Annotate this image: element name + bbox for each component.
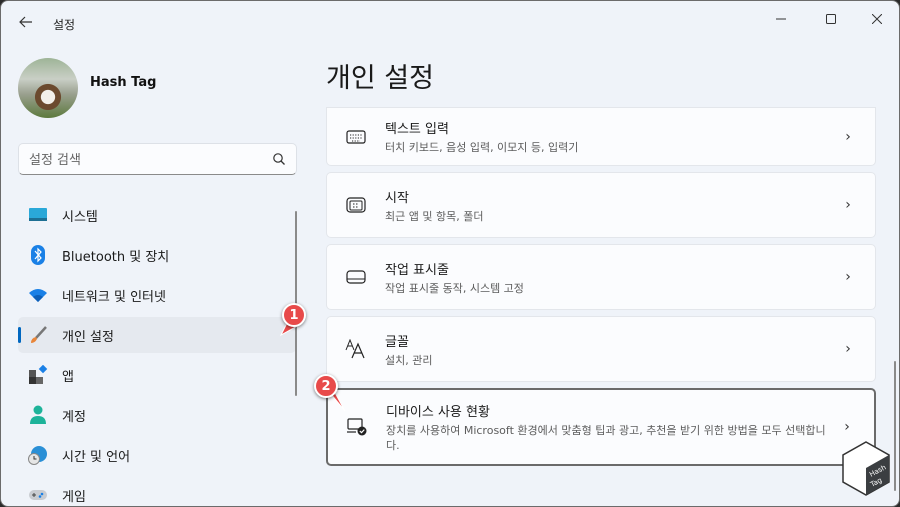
- gamepad-icon: [28, 485, 48, 505]
- close-icon: [872, 14, 882, 24]
- chevron-right-icon: ›: [845, 269, 851, 285]
- app-title: 설정: [53, 18, 76, 32]
- device-usage-icon: [346, 416, 368, 438]
- taskbar-icon: [345, 266, 367, 288]
- card-title: 디바이스 사용 현황: [386, 405, 490, 420]
- annotation-badge-2: 2: [314, 374, 338, 398]
- sidebar-item-system[interactable]: 시스템: [18, 197, 296, 233]
- sidebar-item-apps[interactable]: 앱: [18, 357, 296, 393]
- back-button[interactable]: [15, 11, 37, 33]
- card-fonts[interactable]: 글꼴 설치, 관리 ›: [326, 316, 876, 382]
- card-title: 작업 표시줄: [385, 262, 449, 278]
- user-name: Hash Tag: [90, 75, 157, 90]
- sidebar-item-label: 시스템: [62, 209, 98, 225]
- card-device-usage[interactable]: 디바이스 사용 현황 장치를 사용하여 Microsoft 환경에서 맞춤형 팁…: [326, 388, 876, 466]
- sidebar-item-label: 게임: [62, 489, 86, 505]
- hashtag-watermark-logo: Hash Tag: [842, 441, 890, 496]
- page-title: 개인 설정: [326, 63, 434, 94]
- avatar[interactable]: [18, 58, 78, 118]
- sidebar-item-label: 계정: [62, 409, 86, 425]
- globe-clock-icon: [28, 445, 48, 465]
- sidebar-item-label: 개인 설정: [62, 329, 114, 345]
- maximize-button[interactable]: [811, 7, 851, 31]
- card-taskbar[interactable]: 작업 표시줄 작업 표시줄 동작, 시스템 고정 ›: [326, 244, 876, 310]
- card-start[interactable]: 시작 최근 앱 및 항목, 폴더 ›: [326, 172, 876, 238]
- keyboard-icon: [345, 126, 367, 148]
- annotation-badge-1: 1: [282, 303, 306, 327]
- sidebar-item-label: 네트워크 및 인터넷: [62, 289, 166, 305]
- card-subtitle: 작업 표시줄 동작, 시스템 고정: [385, 281, 524, 295]
- card-title: 시작: [385, 190, 409, 206]
- back-arrow-icon: [19, 16, 32, 28]
- card-title: 텍스트 입력: [385, 122, 449, 137]
- card-subtitle: 최근 앱 및 항목, 폴더: [385, 209, 484, 223]
- sidebar-item-gaming[interactable]: 게임: [18, 477, 296, 506]
- sidebar-item-accounts[interactable]: 계정: [18, 397, 296, 433]
- search-box[interactable]: [18, 143, 297, 175]
- sidebar-item-personalization[interactable]: 개인 설정: [18, 317, 296, 353]
- sidebar-item-label: 앱: [62, 369, 74, 385]
- chevron-right-icon: ›: [845, 341, 851, 357]
- paintbrush-icon: [28, 325, 48, 345]
- sidebar-item-time-language[interactable]: 시간 및 언어: [18, 437, 296, 473]
- sidebar-item-network[interactable]: 네트워크 및 인터넷: [18, 277, 296, 313]
- card-subtitle: 설치, 관리: [385, 353, 433, 367]
- bluetooth-icon: [28, 245, 48, 265]
- search-icon[interactable]: [272, 152, 286, 166]
- fonts-icon: [345, 338, 367, 360]
- minimize-icon: [776, 18, 786, 20]
- card-subtitle: 터치 키보드, 음성 입력, 이모지 등, 입력기: [385, 141, 579, 154]
- sidebar-item-bluetooth[interactable]: Bluetooth 및 장치: [18, 237, 296, 273]
- settings-cards: 텍스트 입력 터치 키보드, 음성 입력, 이모지 등, 입력기 › 시작 최근…: [326, 107, 876, 472]
- search-input[interactable]: [29, 150, 259, 170]
- close-button[interactable]: [857, 7, 897, 31]
- chevron-right-icon: ›: [844, 419, 850, 435]
- system-icon: [28, 205, 48, 225]
- chevron-right-icon: ›: [845, 197, 851, 213]
- minimize-button[interactable]: [761, 7, 801, 31]
- card-title: 글꼴: [385, 334, 409, 350]
- wifi-icon: [28, 285, 48, 305]
- chevron-right-icon: ›: [845, 128, 851, 145]
- card-subtitle: 장치를 사용하여 Microsoft 환경에서 맞춤형 팁과 광고, 추천을 받…: [386, 424, 826, 452]
- account-icon: [28, 405, 48, 425]
- main-scrollbar[interactable]: [894, 361, 896, 491]
- sidebar-item-label: 시간 및 언어: [62, 449, 131, 465]
- maximize-icon: [826, 14, 836, 24]
- card-text-input[interactable]: 텍스트 입력 터치 키보드, 음성 입력, 이모지 등, 입력기 ›: [326, 107, 876, 166]
- sidebar-nav: 시스템 Bluetooth 및 장치 네트워크 및 인터넷 개인 설정 앱 계정…: [18, 197, 296, 506]
- sidebar-item-label: Bluetooth 및 장치: [62, 249, 170, 265]
- title-bar: 설정: [1, 1, 899, 41]
- start-icon: [345, 194, 367, 216]
- apps-icon: [28, 365, 48, 385]
- active-indicator: [18, 327, 21, 343]
